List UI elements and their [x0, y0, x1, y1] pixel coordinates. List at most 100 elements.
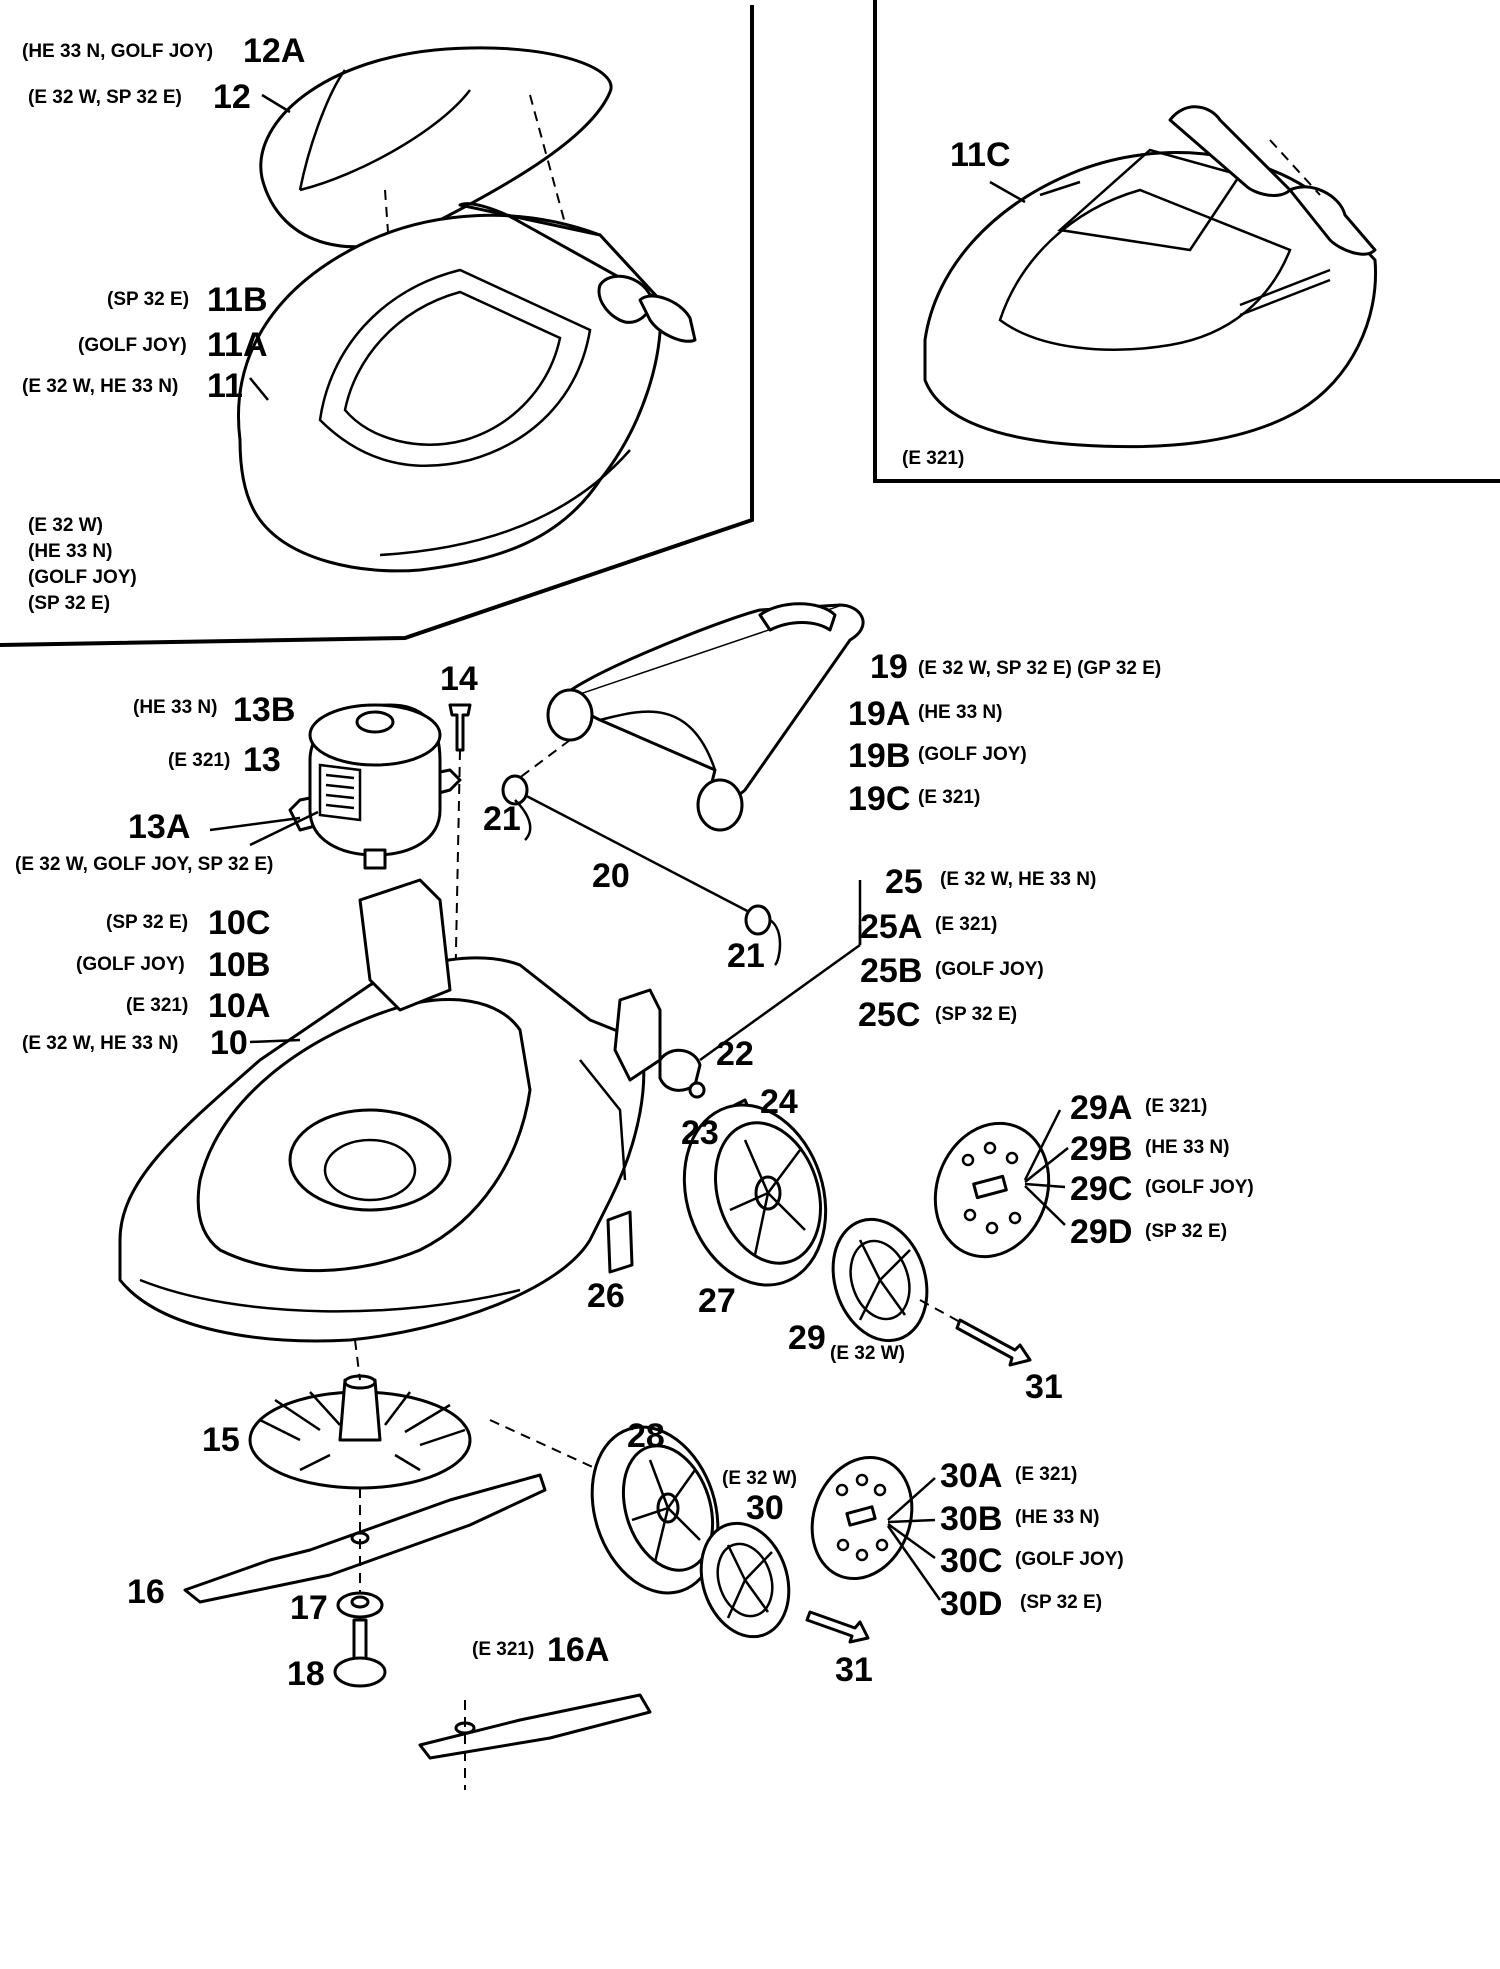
callout-13: (E 321) 13	[168, 741, 281, 779]
callout-30-number: 30	[746, 1489, 784, 1527]
callout-13A: 13A (E 32 W, GOLF JOY, SP 32 E)	[15, 808, 273, 875]
callout-22: 22	[716, 1035, 754, 1073]
callout-27: 27	[698, 1282, 736, 1320]
callout-29D-models: (SP 32 E)	[1145, 1221, 1227, 1242]
callout-16A: (E 321) 16A	[472, 1631, 609, 1669]
callout-12-models: (E 32 W, SP 32 E)	[28, 87, 182, 108]
callout-16A-number: 16A	[547, 1631, 609, 1669]
callout-10A-number: 10A	[208, 987, 270, 1025]
callout-19C-number: 19C	[848, 780, 910, 818]
callout-10C-models: (SP 32 E)	[106, 912, 188, 933]
callout-29C-models: (GOLF JOY)	[1145, 1177, 1254, 1198]
grass-catcher-11C	[923, 105, 1378, 449]
inset-left-model-4: (SP 32 E)	[28, 593, 110, 614]
grass-catcher-lid-12	[259, 46, 613, 249]
screw-31-lower	[805, 1610, 870, 1644]
callout-23: 23	[681, 1114, 719, 1152]
callout-13-number: 13	[243, 741, 281, 779]
callout-24-number: 24	[760, 1083, 798, 1121]
bolt-18	[333, 1618, 387, 1688]
callout-10-models: (E 32 W, HE 33 N)	[22, 1033, 178, 1054]
callout-21-lower-number: 21	[727, 937, 765, 975]
callout-19C-models: (E 321)	[918, 787, 980, 808]
callout-11B: (SP 32 E) 11B	[107, 281, 268, 319]
callout-13A-number: 13A	[128, 808, 190, 846]
callout-10A: (E 321) 10A	[126, 987, 270, 1025]
callout-10C: (SP 32 E) 10C	[106, 904, 270, 942]
callout-29B-number: 29B	[1070, 1130, 1132, 1168]
callout-11B-models: (SP 32 E)	[107, 289, 189, 310]
callout-19A: 19A (HE 33 N)	[848, 695, 1002, 733]
callout-13A-models: (E 32 W, GOLF JOY, SP 32 E)	[15, 854, 273, 875]
mower-deck-10	[118, 878, 662, 1343]
callout-19A-number: 19A	[848, 695, 910, 733]
callout-30D-number: 30D	[940, 1585, 1002, 1623]
callout-21-upper: 21	[483, 800, 521, 838]
mounting-bracket-26	[606, 1210, 634, 1274]
clip-21-bottom	[744, 904, 782, 966]
callout-20-number: 20	[592, 857, 630, 895]
inset-frame-left	[0, 5, 754, 647]
callout-13B-models: (HE 33 N)	[133, 697, 217, 718]
callout-29-number: 29	[788, 1319, 826, 1357]
callout-12A: (HE 33 N, GOLF JOY) 12A	[22, 32, 305, 70]
callout-19: 19 (E 32 W, SP 32 E) (GP 32 E)	[870, 648, 1161, 686]
callout-19B-models: (GOLF JOY)	[918, 744, 1027, 765]
callout-19B-number: 19B	[848, 737, 910, 775]
callout-21-lower: 21	[727, 937, 765, 975]
callout-29D-number: 29D	[1070, 1213, 1132, 1251]
callout-30-models: (E 32 W)	[722, 1468, 797, 1489]
callout-30B-models: (HE 33 N)	[1015, 1507, 1099, 1528]
leader-lines	[209, 93, 1026, 1044]
callout-25C-number: 25C	[858, 996, 920, 1034]
callout-16: 16	[127, 1573, 165, 1611]
callout-30A-number: 30A	[940, 1457, 1002, 1495]
callout-16-number: 16	[127, 1573, 165, 1611]
callout-25B-models: (GOLF JOY)	[935, 959, 1044, 980]
callout-25C: 25C (SP 32 E)	[858, 996, 1017, 1034]
callout-10B-models: (GOLF JOY)	[76, 954, 185, 975]
wheel-cover-disc-29A	[933, 1121, 1051, 1259]
callout-25B-number: 25B	[860, 952, 922, 990]
callout-11: (E 32 W, HE 33 N) 11	[22, 367, 243, 405]
washer-17	[336, 1591, 384, 1619]
callout-28: 28	[627, 1417, 665, 1455]
callout-30B: 30B (HE 33 N)	[940, 1500, 1099, 1538]
callout-22-number: 22	[716, 1035, 754, 1073]
screw-14	[448, 703, 472, 752]
callout-31-lower: 31	[835, 1651, 873, 1689]
callout-28-number: 28	[627, 1417, 665, 1455]
callout-30A-models: (E 321)	[1015, 1464, 1077, 1485]
callout-16A-models: (E 321)	[472, 1639, 534, 1660]
callout-11A-models: (GOLF JOY)	[78, 335, 187, 356]
callout-31-upper: 31	[1025, 1368, 1063, 1406]
callout-10B-number: 10B	[208, 946, 270, 984]
inset-left-model-2: (HE 33 N)	[28, 541, 112, 562]
callout-14-number: 14	[440, 660, 478, 698]
hubcap-29	[831, 1217, 929, 1343]
callout-29C: 29C (GOLF JOY)	[1070, 1170, 1254, 1208]
callout-19B: 19B (GOLF JOY)	[848, 737, 1027, 775]
callout-30A: 30A (E 321)	[940, 1457, 1077, 1495]
callout-12A-models: (HE 33 N, GOLF JOY)	[22, 41, 213, 62]
callout-19C: 19C (E 321)	[848, 780, 980, 818]
callout-19-number: 19	[870, 648, 908, 686]
callout-23-number: 23	[681, 1114, 719, 1152]
callout-19A-models: (HE 33 N)	[918, 702, 1002, 723]
grass-catcher-11	[237, 202, 697, 573]
callout-19-models: (E 32 W, SP 32 E) (GP 32 E)	[918, 658, 1161, 679]
callout-30C-number: 30C	[940, 1542, 1002, 1580]
callout-15: 15	[202, 1421, 240, 1459]
callout-18-number: 18	[287, 1655, 325, 1693]
callout-29A-models: (E 321)	[1145, 1096, 1207, 1117]
callout-30D-models: (SP 32 E)	[1020, 1592, 1102, 1613]
wheel-27	[682, 1103, 828, 1287]
callout-11B-number: 11B	[207, 281, 268, 319]
axle-20	[514, 788, 756, 917]
callout-17-number: 17	[290, 1589, 328, 1627]
callout-29-models: (E 32 W)	[830, 1343, 905, 1364]
callout-10-number: 10	[210, 1024, 248, 1062]
washer-23	[688, 1081, 706, 1099]
callout-20: 20	[592, 857, 630, 895]
callout-18: 18	[287, 1655, 325, 1693]
